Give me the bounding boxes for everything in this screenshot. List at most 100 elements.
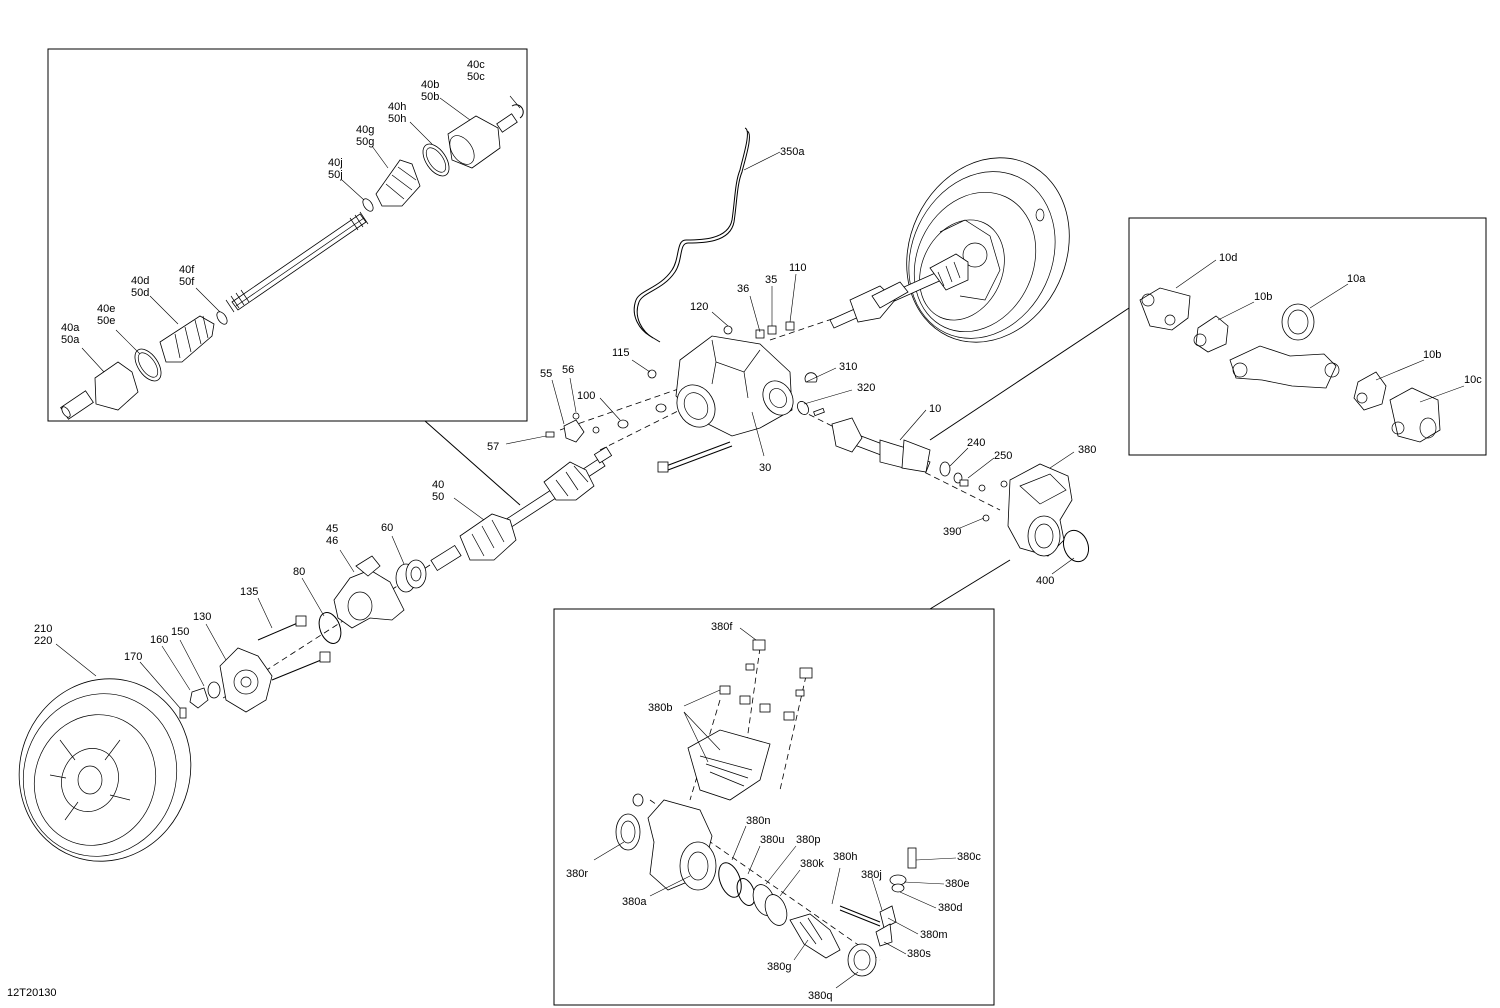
label-390: 390 xyxy=(943,526,961,538)
wheel-rear-right xyxy=(906,157,1070,343)
label-380j: 380j xyxy=(861,869,882,881)
label-40e: 40e xyxy=(97,303,115,315)
label-400: 400 xyxy=(1036,575,1054,587)
label-380s: 380s xyxy=(907,948,931,960)
label-380n: 380n xyxy=(746,815,770,827)
driveshaft-inset-parts xyxy=(60,104,524,420)
leader-lines xyxy=(55,95,1465,989)
label-380b: 380b xyxy=(648,702,672,714)
inset-connector-actuator xyxy=(929,559,1011,610)
label-310: 310 xyxy=(839,361,857,373)
label-150: 150 xyxy=(171,626,189,638)
sensor-parts xyxy=(545,403,667,443)
hub-nut-parts xyxy=(179,681,221,719)
label-10a: 10a xyxy=(1347,273,1366,285)
label-320: 320 xyxy=(857,382,875,394)
label-110: 110 xyxy=(789,262,807,274)
label-210: 210 xyxy=(34,623,52,635)
inset-frame-actuator xyxy=(553,608,995,1006)
label-50a: 50a xyxy=(61,334,80,346)
label-350a: 350a xyxy=(780,146,805,158)
diagram-id: 12T20130 xyxy=(7,987,57,999)
differential-bolts xyxy=(755,321,825,417)
label-50h: 50h xyxy=(388,113,406,125)
label-380a: 380a xyxy=(622,896,647,908)
label-115: 115 xyxy=(612,347,630,359)
label-380m: 380m xyxy=(920,929,948,941)
label-40a: 40a xyxy=(61,322,80,334)
label-170: 170 xyxy=(124,651,142,663)
label-220: 220 xyxy=(34,635,52,647)
label-130: 130 xyxy=(193,611,211,623)
label-80: 80 xyxy=(293,566,305,578)
label-36: 36 xyxy=(737,283,749,295)
label-40d: 40d xyxy=(131,275,149,287)
label-380r: 380r xyxy=(566,868,588,880)
label-10: 10 xyxy=(929,403,941,415)
label-10c: 10c xyxy=(1464,374,1482,386)
label-50d: 50d xyxy=(131,287,149,299)
label-120: 120 xyxy=(690,301,708,313)
label-380p: 380p xyxy=(796,834,820,846)
actuator-assembly xyxy=(982,463,1090,563)
seal-parts xyxy=(953,472,1008,492)
label-40h: 40h xyxy=(388,101,406,113)
label-10b-top: 10b xyxy=(1254,291,1272,303)
label-10b-right: 10b xyxy=(1423,349,1441,361)
label-10d: 10d xyxy=(1219,252,1237,264)
right-axle-shaft xyxy=(829,253,969,329)
label-40f: 40f xyxy=(179,264,195,276)
label-40c: 40c xyxy=(467,59,485,71)
label-50g: 50g xyxy=(356,136,374,148)
label-380d: 380d xyxy=(938,902,962,914)
inset-frame-driveshaft xyxy=(47,48,528,422)
label-50f: 50f xyxy=(179,276,195,288)
label-240: 240 xyxy=(967,437,985,449)
label-380q: 380q xyxy=(808,990,832,1002)
label-380h: 380h xyxy=(833,851,857,863)
label-50b: 50b xyxy=(421,91,439,103)
label-380g: 380g xyxy=(767,961,791,973)
label-50c: 50c xyxy=(467,71,485,83)
brake-line xyxy=(633,127,748,343)
label-30: 30 xyxy=(759,462,771,474)
label-55: 55 xyxy=(540,368,552,380)
wheel-hub xyxy=(219,615,331,713)
knuckle xyxy=(333,555,405,629)
label-46: 46 xyxy=(326,535,338,547)
label-40: 40 xyxy=(432,479,444,491)
label-40g: 40g xyxy=(356,124,374,136)
label-160: 160 xyxy=(150,634,168,646)
propshaft-inset-parts xyxy=(1139,287,1441,443)
label-380e: 380e xyxy=(945,878,969,890)
inset-connector-propshaft xyxy=(929,307,1130,441)
propshaft xyxy=(831,417,951,477)
label-40b: 40b xyxy=(421,79,439,91)
inset-connector-driveshaft xyxy=(424,420,521,506)
actuator-inset-parts xyxy=(615,639,917,977)
label-100: 100 xyxy=(577,390,595,402)
label-50j: 50j xyxy=(328,169,343,181)
label-380u: 380u xyxy=(760,834,784,846)
center-drive-shaft xyxy=(430,446,613,572)
callout-labels: 40c 50c 40b 50b 40h 50h 40g 50g 40j 50j … xyxy=(7,59,1482,1002)
label-135: 135 xyxy=(240,586,258,598)
label-40j: 40j xyxy=(328,157,343,169)
label-60: 60 xyxy=(381,522,393,534)
wheel-front-left xyxy=(18,678,192,862)
label-380c: 380c xyxy=(957,851,981,863)
label-57: 57 xyxy=(487,441,499,453)
label-45: 45 xyxy=(326,523,338,535)
label-50e: 50e xyxy=(97,315,115,327)
differential-housing xyxy=(647,325,794,437)
label-380k: 380k xyxy=(800,858,824,870)
label-35: 35 xyxy=(765,274,777,286)
housing-long-bolt xyxy=(657,441,733,473)
circlip xyxy=(318,612,342,644)
label-250: 250 xyxy=(994,450,1012,462)
label-50: 50 xyxy=(432,491,444,503)
wheel-bearing xyxy=(395,559,427,593)
inset-frame-propshaft xyxy=(1128,217,1487,456)
label-56: 56 xyxy=(562,364,574,376)
